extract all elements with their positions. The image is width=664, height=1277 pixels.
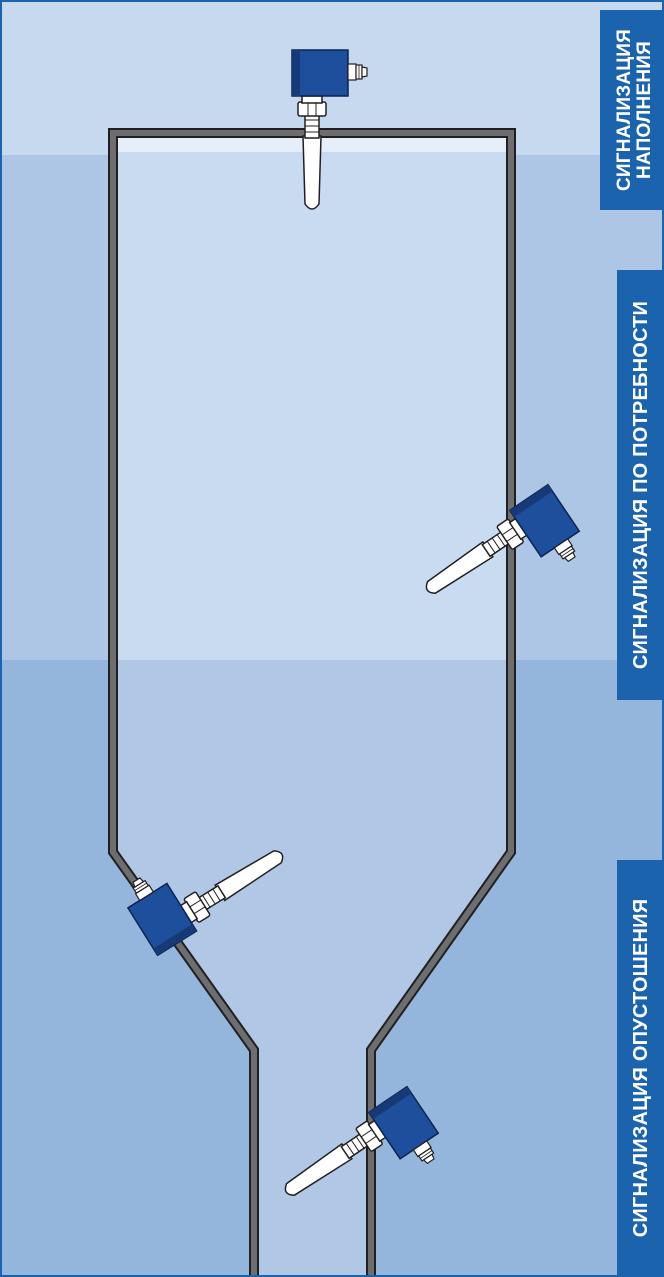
label-demand-box <box>617 270 664 700</box>
silo-interior-lower <box>116 660 508 1277</box>
label-demand: СИГНАЛИЗАЦИЯ ПО ПОТРЕБНОСТИ <box>630 301 652 669</box>
label-fill-line2: НАПОЛНЕНИЯ <box>634 41 655 179</box>
label-fill-box <box>600 10 664 210</box>
label-empty: СИГНАЛИЗАЦИЯ ОПУСТОШЕНИЯ <box>630 899 652 1238</box>
silo-interior-upper <box>116 136 508 660</box>
label-empty-box <box>617 860 664 1277</box>
label-fill-line1: СИГНАЛИЗАЦИЯ <box>614 29 635 191</box>
